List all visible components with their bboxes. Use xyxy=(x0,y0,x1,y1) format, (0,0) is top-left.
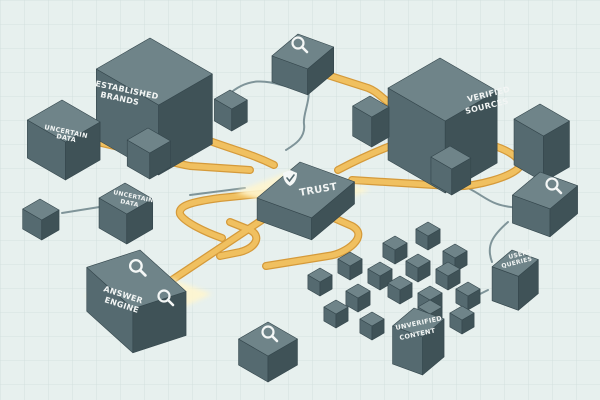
cube-verified-small-b-top-face xyxy=(513,103,570,137)
cubes-layer xyxy=(22,33,578,383)
cube-small-left xyxy=(22,198,60,241)
magnifier-icon-answer-2 xyxy=(157,289,175,307)
cube-uncertain-left-top-face xyxy=(27,99,101,143)
cube-trust-top-face xyxy=(256,161,355,219)
magnifier-icon-top xyxy=(291,36,309,54)
cluster-cube-10-top-face xyxy=(387,275,413,291)
cluster-cube-6-top-face xyxy=(405,253,431,269)
cluster-cube-9 xyxy=(345,283,371,313)
cluster-cube-6 xyxy=(405,253,431,283)
cube-unverified-content-top-face xyxy=(392,307,445,338)
cube-answer-engine-top-face xyxy=(86,249,187,310)
cube-established-small-top-face xyxy=(126,127,171,154)
cube-right-search-top-face xyxy=(512,171,578,210)
cluster-cube-12-top-face xyxy=(323,299,349,315)
cluster-cube-7-top-face xyxy=(435,261,461,277)
cluster-cube-8 xyxy=(307,267,333,297)
cluster-cube-12 xyxy=(323,299,349,329)
cluster-cube-9-top-face xyxy=(345,283,371,299)
cube-answer-engine xyxy=(86,249,187,354)
cluster-cube-10 xyxy=(387,275,413,305)
cube-trust xyxy=(256,161,355,241)
cube-verified-small-a-top-face xyxy=(352,95,390,118)
cube-verified-sources xyxy=(387,57,498,194)
cube-established-brands-top-face xyxy=(96,37,213,106)
cluster-cube-13-top-face xyxy=(359,311,385,327)
magnifier-icon-bottom xyxy=(261,325,279,343)
cube-verified-small-c xyxy=(430,145,472,196)
cluster-cube-5-top-face xyxy=(367,261,393,277)
cluster-cube-1 xyxy=(382,235,408,265)
cluster-cube-8-top-face xyxy=(307,267,333,283)
cube-users-queries xyxy=(491,249,539,311)
cube-bottom-search xyxy=(238,321,298,383)
cube-uncertain-left xyxy=(27,99,101,181)
cube-top-search xyxy=(271,33,335,96)
wire-queries xyxy=(488,221,509,263)
cube-users-queries-top-face xyxy=(491,249,539,277)
cube-verified-small-c-top-face xyxy=(430,145,472,170)
cube-top-search-top-face xyxy=(271,33,335,70)
cube-verified-sources-top-face xyxy=(387,57,498,122)
label-uncertain-data-mid-2: DATA xyxy=(120,198,140,209)
cluster-cube-14 xyxy=(455,281,481,311)
wire-top xyxy=(227,80,310,151)
shield-icon xyxy=(283,170,297,186)
cube-unverified-content xyxy=(392,307,445,376)
cluster-cube-7 xyxy=(435,261,461,291)
cube-uncertain-mid xyxy=(98,182,154,245)
cluster-cube-3-top-face xyxy=(442,243,468,259)
cube-bottom-search-top-face xyxy=(238,321,298,357)
cluster-cube-4-top-face xyxy=(337,251,363,267)
cluster-cube-1-top-face xyxy=(382,235,408,251)
cluster-cube-2 xyxy=(415,221,441,251)
cluster-cube-15-top-face xyxy=(449,305,475,321)
cluster-cube-4 xyxy=(337,251,363,281)
cube-right-search xyxy=(512,171,578,238)
cube-verified-small-b xyxy=(513,103,570,183)
icons-layer xyxy=(128,36,563,343)
cluster-cube-14-top-face xyxy=(455,281,481,297)
magnifier-icon-right xyxy=(545,177,563,195)
cube-small-left-top-face xyxy=(22,198,60,221)
magnifier-icon-answer-1 xyxy=(128,258,147,277)
cube-established-small xyxy=(126,127,171,180)
cube-top-small-top-face xyxy=(214,89,248,110)
wire-to-uncertain-mid xyxy=(189,187,246,196)
cluster-cube-13 xyxy=(359,311,385,341)
cluster-cube-15 xyxy=(449,305,475,335)
cube-verified-small-a xyxy=(352,95,390,148)
cube-top-small xyxy=(214,89,248,132)
cluster-cube-2-top-face xyxy=(415,221,441,237)
cube-uncertain-mid-top-face xyxy=(98,182,154,215)
